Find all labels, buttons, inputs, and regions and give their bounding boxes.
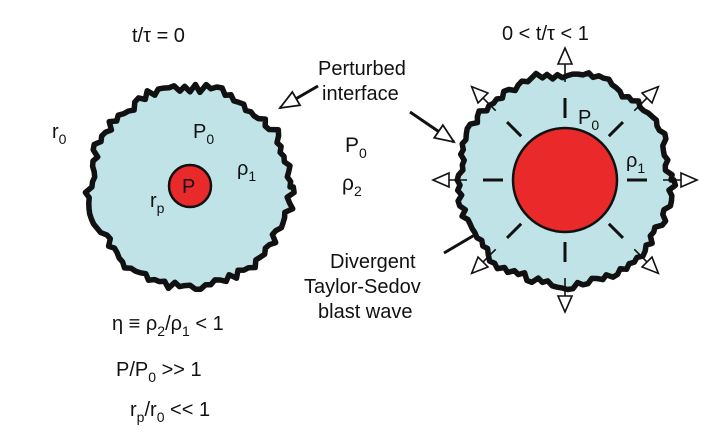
expansion-arrow bbox=[633, 248, 660, 275]
expansion-arrow bbox=[470, 248, 497, 275]
expansion-arrow bbox=[633, 85, 660, 112]
left-P0-label: P0 bbox=[193, 121, 214, 147]
left-r0-label: r0 bbox=[52, 121, 67, 147]
left-time-label: t/τ = 0 bbox=[132, 25, 185, 47]
left-core-label: P bbox=[182, 176, 195, 198]
relation-pressure-ratio: P/P0 >> 1 bbox=[116, 359, 202, 385]
middle-P0-label: P0 bbox=[345, 134, 367, 161]
right-P0-label: P0 bbox=[578, 107, 599, 133]
expansion-arrows bbox=[431, 46, 699, 314]
right-bubble-group bbox=[431, 46, 699, 314]
interface-leader-left bbox=[280, 84, 319, 110]
left-rho1-label: ρ1 bbox=[237, 158, 256, 184]
interface-leader-right bbox=[409, 110, 454, 142]
shock-tick bbox=[607, 120, 625, 138]
shock-tick bbox=[607, 222, 625, 240]
relation-radius-ratio: rp/r0 << 1 bbox=[130, 399, 210, 425]
shock-tick bbox=[505, 222, 523, 240]
right-rho1-label: ρ1 bbox=[626, 150, 645, 176]
expansion-arrow bbox=[470, 85, 497, 112]
left-pressure-core bbox=[167, 163, 213, 209]
left-bubble-group bbox=[82, 81, 297, 292]
right-pressure-core bbox=[511, 126, 619, 234]
middle-rho2-label: ρ2 bbox=[342, 172, 362, 199]
left-rp-label: rp bbox=[150, 190, 165, 216]
right-time-label: 0 < t/τ < 1 bbox=[502, 23, 589, 45]
interface-label: Perturbed interface bbox=[318, 58, 411, 105]
blast-wave-label: Divergent Taylor-Sedov blast wave bbox=[304, 251, 426, 323]
shock-tick bbox=[505, 120, 523, 138]
relation-density-ratio: η ≡ ρ2/ρ1 < 1 bbox=[112, 313, 224, 339]
